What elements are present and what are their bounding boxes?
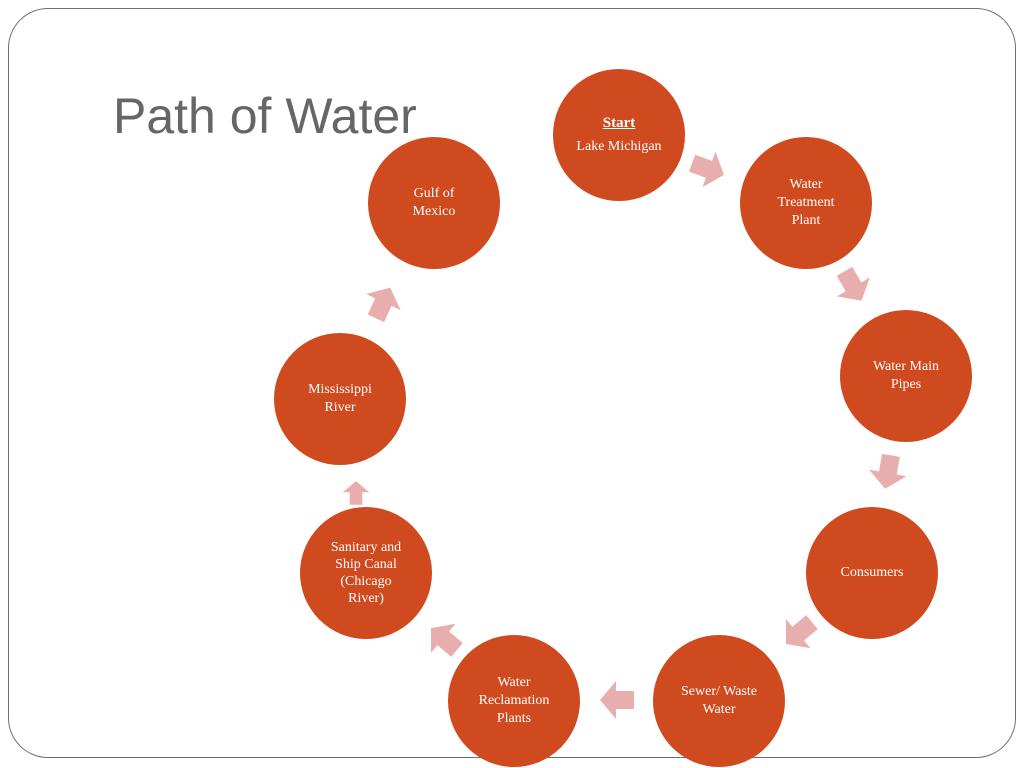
node-label: Water Treatment Plant: [777, 177, 835, 228]
node-heading: Start: [602, 115, 636, 131]
arrow-icon: [828, 262, 878, 310]
node-sewer-waste-water: Sewer/ Waste Water: [653, 635, 785, 767]
node-water-main-pipes: Water Main Pipes: [840, 310, 972, 442]
slide-title: Path of Water: [113, 88, 417, 144]
arrow-icon: [419, 614, 469, 665]
arrow-icon: [359, 280, 408, 327]
arrow-icon: [600, 681, 634, 719]
node-sanitary-ship-canal: Sanitary and Ship Canal (Chicago River): [300, 507, 432, 639]
arrow-icon: [774, 608, 824, 659]
node-label: Lake Michigan: [576, 139, 662, 154]
node-label: Mississippi River: [308, 382, 372, 415]
node-water-treatment-plant: Water Treatment Plant: [740, 137, 872, 269]
node-mississippi-river: Mississippi River: [274, 333, 406, 465]
arrow-icon: [866, 452, 909, 492]
node-label: Water Reclamation Plants: [478, 675, 550, 726]
node-label: Sewer/ Waste Water: [681, 684, 757, 717]
node-label: Consumers: [840, 565, 904, 580]
node-start-lake-michigan: Start Lake Michigan: [553, 69, 685, 201]
node-gulf-of-mexico: Gulf of Mexico: [368, 137, 500, 269]
node-consumers: Consumers: [806, 507, 938, 639]
arrow-icon: [686, 145, 731, 192]
node-water-reclamation-plants: Water Reclamation Plants: [448, 635, 580, 767]
arrow-icon: [342, 481, 370, 505]
node-label: Water Main Pipes: [872, 359, 940, 392]
node-label: Gulf of Mexico: [412, 186, 456, 219]
node-label: Sanitary and Ship Canal (Chicago River): [330, 540, 402, 606]
